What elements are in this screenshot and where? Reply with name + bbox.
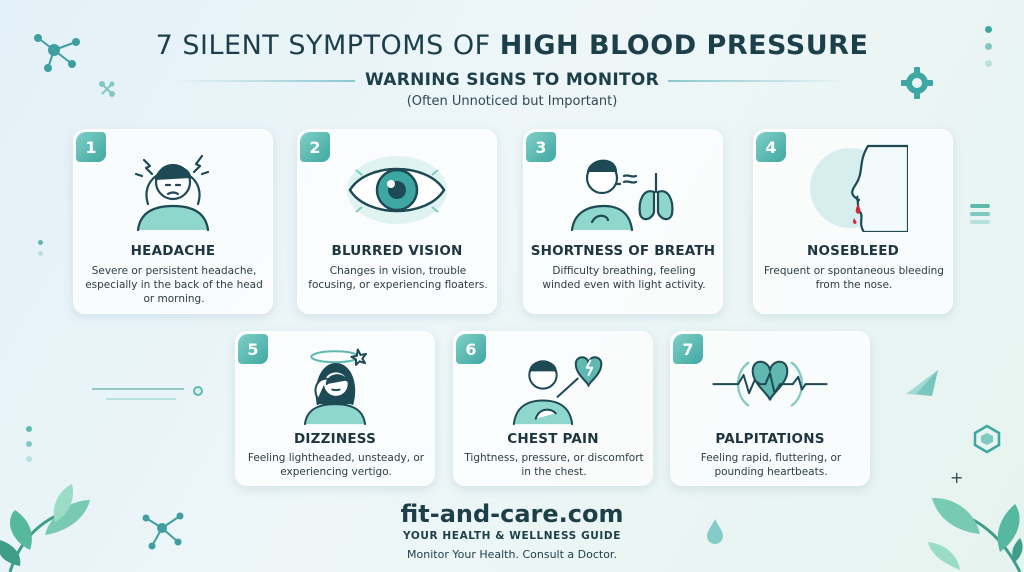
page-subtitle: WARNING SIGNS TO MONITOR xyxy=(364,70,660,90)
symptom-card-headache: 1 HEADACHE Severe or persistent headache… xyxy=(73,129,273,314)
dizzy-icon xyxy=(303,348,367,426)
hexagon-icon xyxy=(973,424,1001,454)
chest-pain-icon xyxy=(512,356,603,426)
plus-icon: + xyxy=(950,468,964,487)
symptom-description: Feeling rapid, fluttering, or pounding h… xyxy=(700,452,842,478)
symptom-title: NOSEBLEED xyxy=(806,243,900,259)
dot-column-left-lower xyxy=(26,426,32,462)
symptom-card-dizziness: 5 DIZZINESS Feeling lightheaded, unstead… xyxy=(235,331,435,486)
symptom-description: Difficulty breathing, feeling winded eve… xyxy=(542,265,706,291)
symptom-title: HEADACHE xyxy=(130,243,216,259)
title-rule-left xyxy=(175,80,355,82)
dot-column-left xyxy=(38,240,43,256)
symptom-title: SHORTNESS OF BREATH xyxy=(530,243,716,259)
dash-stack-right xyxy=(970,204,990,224)
symptom-description: Changes in vision, trouble focusing, or … xyxy=(308,265,488,291)
symptom-card-chest-pain: 6 CHEST PAIN Tightness, pressure, or dis… xyxy=(453,331,653,486)
symptom-number: 1 xyxy=(76,132,106,162)
page-subnote: (Often Unnoticed but Important) xyxy=(406,94,618,109)
site-name: fit-and-care.com xyxy=(400,500,624,528)
leaves-right-icon xyxy=(928,497,1023,572)
symptom-number: 6 xyxy=(456,334,486,364)
dot-accent-left xyxy=(193,386,203,396)
molecule-bottom-icon xyxy=(142,512,184,550)
symptom-description: Frequent or spontaneous bleeding from th… xyxy=(764,265,944,291)
symptom-card-nosebleed: 4 NOSEBLEED Frequent or spontaneous blee… xyxy=(753,129,953,314)
symptom-title: DIZZINESS xyxy=(294,431,376,447)
symptom-description: Severe or persistent headache, especiall… xyxy=(85,265,263,305)
dot-column-right xyxy=(985,26,993,76)
health-reminder: Monitor Your Health. Consult a Doctor. xyxy=(407,548,617,561)
symptom-number: 3 xyxy=(526,132,556,162)
molecule-icon xyxy=(34,34,80,72)
symptom-card-shortness-of-breath: 3 SHORTNESS OF BREATH Difficulty breathi… xyxy=(523,129,723,314)
site-tagline: YOUR HEALTH & WELLNESS GUIDE xyxy=(402,530,622,542)
page-title: 7 SILENT SYMPTOMS OF HIGH BLOOD PRESSURE xyxy=(155,30,869,61)
triangle-icon xyxy=(906,370,938,396)
line-accent-left xyxy=(92,388,184,400)
leaves-left-icon xyxy=(0,484,90,572)
droplet-icon xyxy=(707,519,723,544)
symptom-description: Feeling lightheaded, unsteady, or experi… xyxy=(247,452,425,478)
symptom-title: BLURRED VISION xyxy=(331,243,463,259)
heartbeat-icon xyxy=(712,360,828,407)
nose-icon xyxy=(810,144,908,232)
molecule-small-icon xyxy=(99,81,115,97)
title-rule-right xyxy=(668,80,848,82)
symptom-title: PALPITATIONS xyxy=(715,431,825,447)
gear-icon xyxy=(901,67,933,99)
symptom-title: CHEST PAIN xyxy=(507,431,599,447)
symptom-description: Tightness, pressure, or discomfort in th… xyxy=(464,452,644,478)
symptom-number: 2 xyxy=(300,132,330,162)
eye-icon xyxy=(347,156,447,224)
symptom-card-blurred-vision: 2 BLURRED VISION Changes in vision, trou… xyxy=(297,129,497,314)
symptom-card-palpitations: 7 PALPITATIONS Feeling rapid, fluttering… xyxy=(670,331,870,486)
symptom-number: 5 xyxy=(238,334,268,364)
symptom-number: 7 xyxy=(673,334,703,364)
lungs-icon xyxy=(570,159,674,232)
headache-icon xyxy=(134,154,210,232)
symptom-number: 4 xyxy=(756,132,786,162)
